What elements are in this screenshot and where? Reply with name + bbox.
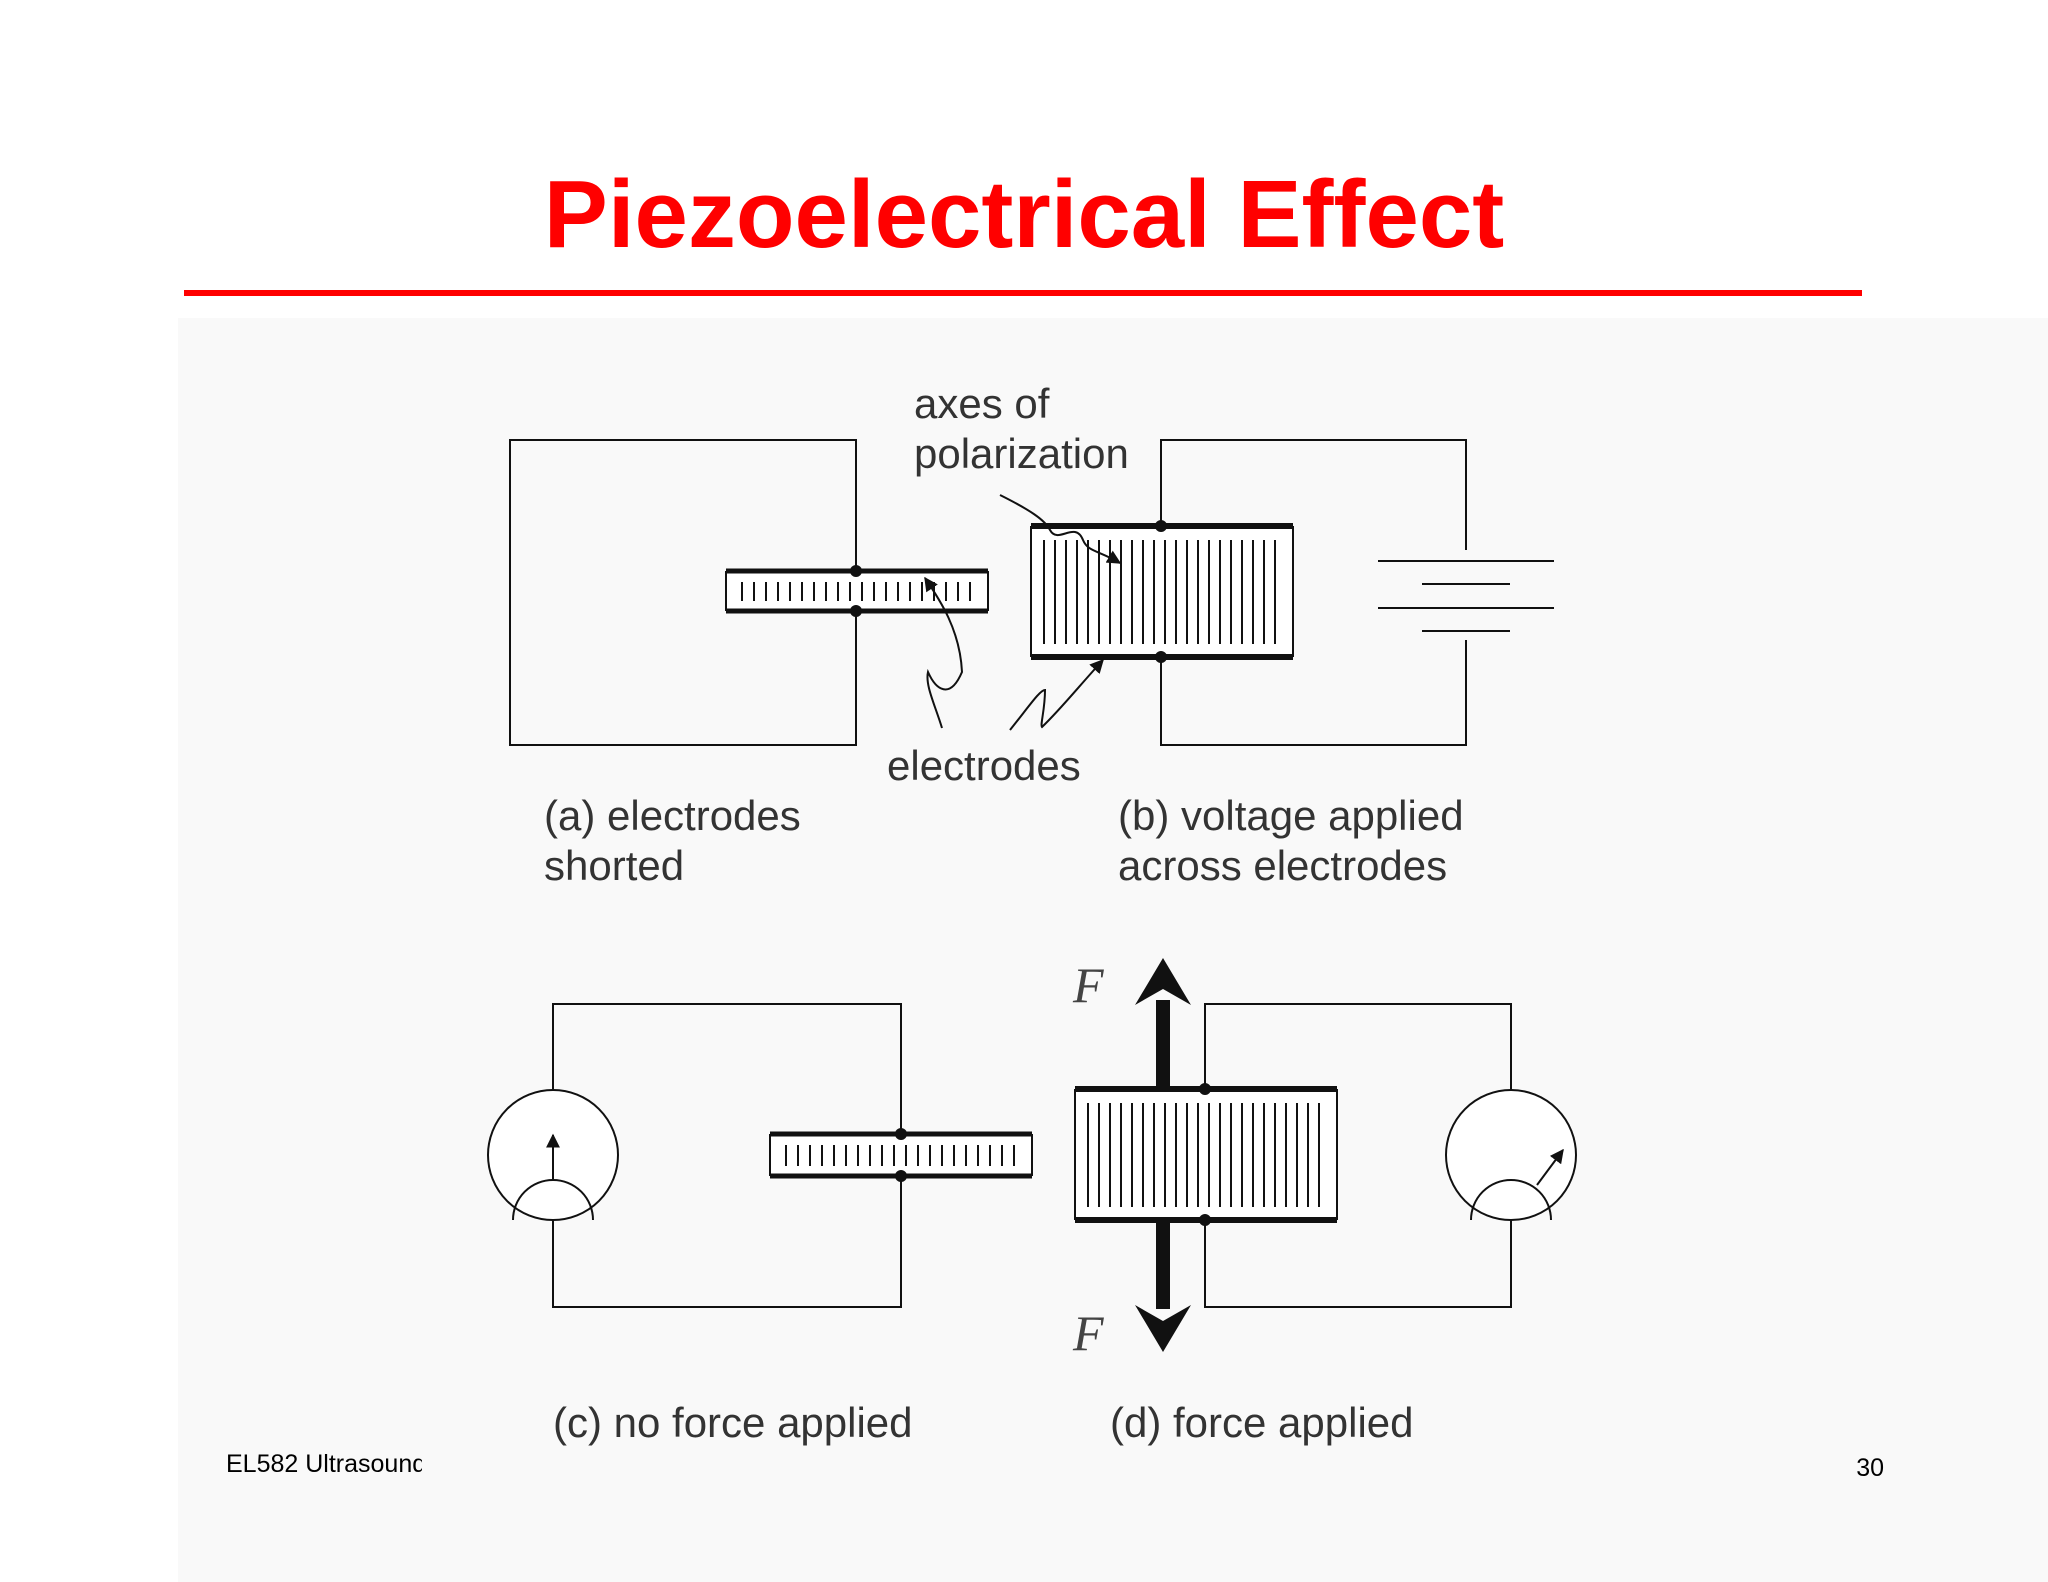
caption-d: (d) force applied — [1110, 1399, 1414, 1446]
meter-d — [1445, 1089, 1577, 1221]
slide-title: Piezoelectrical Effect — [543, 161, 1505, 268]
axes-label-line1: axes of — [914, 380, 1050, 427]
electrodes-label: electrodes — [887, 742, 1081, 789]
force-label-bottom: F — [1072, 1305, 1104, 1361]
thick-crystal-b — [1030, 523, 1294, 660]
panel-a-circuit — [509, 439, 989, 746]
force-arrow-up — [1135, 958, 1191, 1089]
leader-lines — [924, 494, 1122, 731]
panel-b-circuit — [1030, 439, 1556, 746]
meter-c — [487, 1089, 619, 1221]
title-divider — [184, 290, 1862, 296]
axes-label-line2: polarization — [914, 430, 1129, 477]
panel-d-circuit — [1074, 958, 1577, 1352]
force-label-top: F — [1072, 957, 1104, 1013]
footer-course-label: EL582 Ultrasound — [226, 1450, 422, 1478]
page-number: 30 — [1856, 1454, 1884, 1482]
battery-symbol — [1376, 550, 1556, 640]
caption-a-line2: shorted — [544, 842, 684, 889]
caption-a-line1: (a) electrodes — [544, 792, 801, 839]
force-arrow-down — [1135, 1220, 1191, 1352]
caption-b-line2: across electrodes — [1118, 842, 1447, 889]
caption-c: (c) no force applied — [553, 1399, 913, 1446]
caption-b-line1: (b) voltage applied — [1118, 792, 1464, 839]
panel-c-circuit — [487, 1003, 1033, 1308]
thin-crystal-c — [769, 1131, 1033, 1179]
thick-crystal-d — [1074, 1086, 1338, 1223]
thin-crystal-a — [725, 568, 989, 614]
